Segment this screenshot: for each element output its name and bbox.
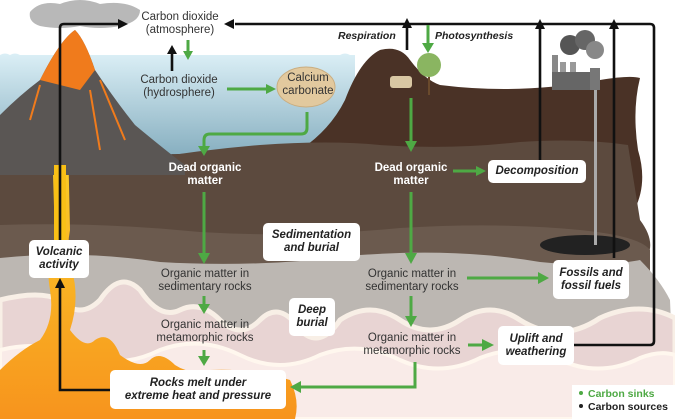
node-dead-organic-right: Dead organic matter — [361, 162, 461, 188]
arrowhead — [198, 253, 210, 264]
ash-cloud — [29, 0, 140, 28]
arrowhead — [482, 339, 494, 351]
node-dead-organic-left: Dead organic matter — [155, 162, 255, 188]
lava-flow — [40, 30, 95, 90]
magma — [0, 140, 297, 419]
arrow-uplift-loop — [235, 22, 656, 347]
label-line: Deep — [297, 304, 327, 316]
node-co2-hydrosphere: Carbon dioxide (hydrosphere) — [129, 74, 229, 100]
arrowhead — [405, 253, 417, 264]
label-line: Sedimentation — [271, 229, 352, 241]
node-metamorphic-right: Organic matter in metamorphic rocks — [352, 332, 472, 358]
process-rocks-melt: Rocks melt under extreme heat and pressu… — [110, 370, 286, 409]
label-line: activity — [39, 259, 79, 271]
arrowhead — [476, 166, 486, 176]
arrowhead — [405, 316, 417, 327]
label-line: Rocks melt under — [149, 376, 247, 389]
label-line: (hydrosphere) — [143, 87, 215, 99]
source-arrows — [58, 22, 656, 392]
tree-trunk — [428, 65, 430, 95]
label-line: Volcanic — [35, 246, 83, 258]
black-dot-icon — [579, 404, 583, 409]
label-line: Organic matter in — [367, 268, 457, 280]
arrow-calcium-to-dead — [202, 112, 309, 148]
process-photosynthesis: Photosynthesis — [435, 30, 514, 42]
process-sedimentation: Sedimentation and burial — [263, 223, 360, 261]
node-sedimentary-left: Organic matter in sedimentary rocks — [145, 268, 265, 294]
label-line: fossil fuels — [560, 279, 622, 292]
lava-streaks — [29, 79, 126, 151]
node-metamorphic-left: Organic matter in metamorphic rocks — [145, 319, 265, 345]
label-line: burial — [296, 317, 328, 329]
arrowhead — [198, 304, 210, 314]
label-line: and burial — [284, 242, 339, 254]
green-dot-icon — [579, 391, 583, 396]
label-line: extreme heat and pressure — [124, 389, 272, 402]
label-line: Carbon dioxide — [140, 74, 218, 86]
legend-item-sources: Carbon sources — [575, 401, 675, 414]
label-line: Dead organic — [374, 162, 448, 174]
arrowhead — [224, 19, 234, 29]
label-line: carbonate — [282, 85, 334, 97]
arrowhead — [118, 19, 128, 29]
legend-item-sinks: Carbon sinks — [575, 388, 675, 401]
process-volcanic-activity: Volcanic activity — [29, 240, 89, 278]
factory-icon — [552, 30, 604, 90]
tree-icon — [417, 53, 441, 77]
arrowhead — [55, 278, 65, 288]
process-uplift-weathering: Uplift and weathering — [498, 326, 574, 365]
legend-label: Carbon sinks — [588, 388, 655, 400]
label-line: metamorphic rocks — [156, 332, 254, 344]
process-respiration: Respiration — [338, 30, 396, 42]
arrowhead — [290, 381, 301, 393]
shell-icon — [276, 66, 336, 108]
arrow-meta-to-melt-right — [301, 362, 417, 389]
legend-label: Carbon sources — [588, 401, 668, 413]
node-calcium-carbonate: Calcium carbonate — [278, 72, 338, 98]
process-fossil-fuels: Fossils and fossil fuels — [553, 260, 629, 299]
label-line: weathering — [505, 345, 567, 358]
node-co2-atmosphere: Carbon dioxide (atmosphere) — [123, 11, 237, 37]
arrowhead — [198, 356, 210, 366]
label-line: Carbon dioxide — [141, 11, 219, 23]
arrow-volcanic-to-atmosphere — [58, 22, 118, 248]
label-line: Organic matter in — [367, 332, 457, 344]
sink-arrows — [186, 25, 538, 389]
label-line: sedimentary rocks — [365, 281, 459, 293]
arrowhead — [402, 18, 412, 28]
process-decomposition: Decomposition — [488, 160, 586, 183]
label-line: (atmosphere) — [145, 24, 215, 36]
arrowhead — [266, 84, 276, 94]
arrowhead — [167, 45, 177, 54]
label-line: Fossils and — [559, 266, 623, 279]
label-line: Organic matter in — [160, 268, 250, 280]
label-line: Calcium — [287, 72, 329, 84]
label-line: Uplift and — [509, 332, 563, 345]
process-deep-burial: Deep burial — [289, 298, 335, 336]
legend: Carbon sinks Carbon sources — [572, 385, 675, 419]
arrowhead — [609, 19, 619, 29]
label-line: Decomposition — [495, 165, 579, 177]
arrowhead — [405, 141, 417, 152]
label-line: sedimentary rocks — [158, 281, 252, 293]
arrowhead — [183, 51, 193, 60]
arrowhead — [538, 272, 549, 284]
label-line: metamorphic rocks — [363, 345, 461, 357]
oil-well-pipe — [594, 90, 597, 245]
oil-deposit — [540, 235, 630, 255]
label-line: matter — [187, 175, 223, 187]
arrowhead — [535, 19, 545, 29]
label-line: Organic matter in — [160, 319, 250, 331]
arrowhead — [198, 146, 210, 156]
cow-icon — [390, 76, 412, 88]
label-line: matter — [393, 175, 429, 187]
label-line: Dead organic — [168, 162, 242, 174]
node-sedimentary-right: Organic matter in sedimentary rocks — [352, 268, 472, 294]
arrowhead — [422, 43, 434, 53]
